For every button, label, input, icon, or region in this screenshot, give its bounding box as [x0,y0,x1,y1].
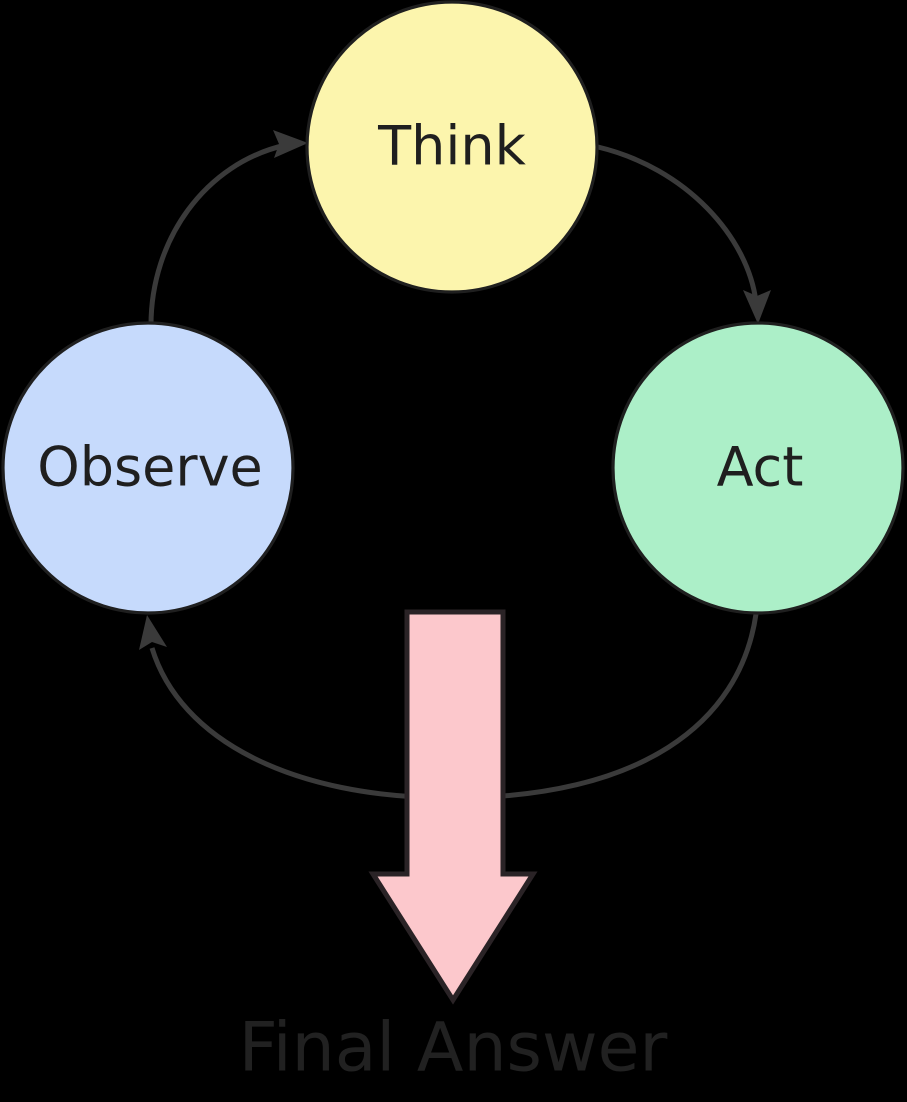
edge-think-to-act [597,144,771,324]
final-answer-arrow-icon [368,609,538,1005]
edge-act-to-observe-arrowhead [139,615,167,650]
edge-observe-to-think-arrowhead [273,130,308,158]
edge-observe-to-think [148,130,308,326]
node-think[interactable]: Think [305,0,599,294]
node-observe[interactable]: Observe [1,321,295,615]
node-observe-label: Observe [37,436,263,499]
node-act-circle[interactable] [611,321,905,615]
edge-think-to-act-path [597,144,759,303]
node-think-circle[interactable] [305,0,599,294]
edge-think-to-act-arrowhead [743,290,771,324]
node-act[interactable]: Act [611,321,905,615]
node-observe-circle[interactable] [1,321,295,615]
final-answer-label: Final Answer [239,1009,668,1088]
node-think-label: Think [377,115,526,178]
edge-observe-to-think-path [148,142,287,326]
node-act-label: Act [717,436,804,499]
